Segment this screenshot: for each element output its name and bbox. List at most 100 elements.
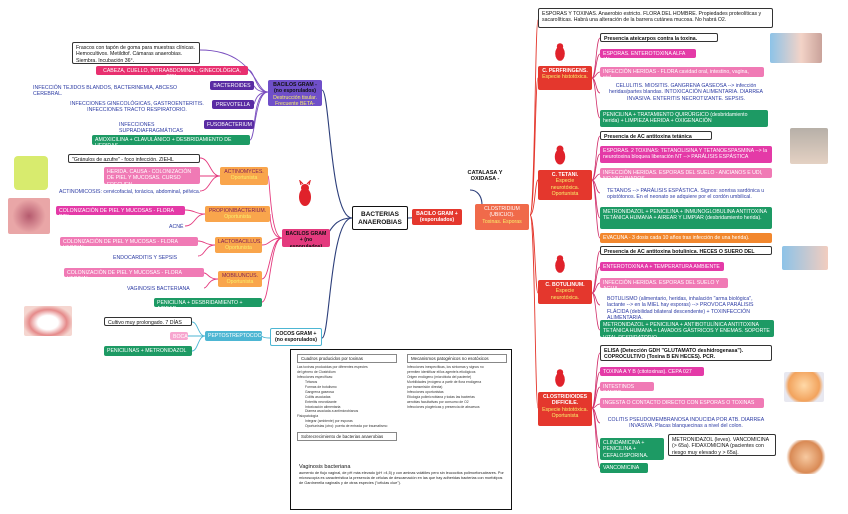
- tetani-disease: TETANOS --> PARÁLISIS ESPÁSTICA. Signos:…: [607, 187, 765, 201]
- toxin-item: Tétanos: [305, 379, 318, 384]
- patient-image-2: [790, 128, 828, 164]
- smile-teeth-image: [24, 306, 72, 336]
- penicilina-desbridamiento: PENICILINA + DESBRIDAMIENTO + AIREAR: [154, 298, 262, 307]
- devil-icon-left: [294, 179, 316, 210]
- bacilos-gram-neg-note: Frascos con tapón de goma para muestras …: [72, 42, 200, 64]
- perfringens-spores: ESPORAS. ENTEROTOXINA ALFA (A).: [600, 49, 696, 58]
- perfringens-disease: CELULITIS. MIOSITIS. GANGRENA GASEOSA --…: [608, 82, 764, 102]
- mechanism-item: Infecciones piogénicas y presencia de ab…: [407, 404, 480, 409]
- perfringens-antitoxin: Presencia ateicarpos contra la toxina.: [600, 33, 718, 42]
- devil-icon-botulinum: [550, 252, 570, 276]
- actinomyces-infection: ACTINOMICOSIS: cervicofacial, torácica, …: [59, 188, 201, 195]
- mechanism-item: Infecciones inespecíficas, los síntomas …: [407, 365, 484, 369]
- toxin-item: Las toxinas producidas por diferentes es…: [297, 365, 368, 369]
- bacilos-gram-pos-node[interactable]: BACILOS GRAM + (no esporulados): [282, 229, 330, 247]
- difficile-treatment-note: METRONIDAZOL (leves). VANCOMICINA (> 65a…: [668, 434, 776, 456]
- bacteroides-location: CABEZA, CUELLO, INTRAABDOMINAL, GINECOLÓ…: [96, 66, 248, 75]
- propionibacterium-title: PROPIONIBACTERIUM.: [208, 207, 267, 214]
- clostridium-top-note: ESPORAS Y TOXINAS. Anaerobio estricto. F…: [538, 8, 773, 28]
- mechanism-item: Etiología polimicrobiana y todas las bac…: [407, 394, 475, 399]
- actinomyces[interactable]: ACTINOMYCES. Oportunista: [220, 167, 268, 185]
- fusobacterium[interactable]: FUSOBACTERIUM: [204, 120, 254, 129]
- c-difficile[interactable]: CLOSTRIDIOIDES DIFFICILE. Especie histot…: [538, 392, 592, 426]
- tetani-treatment: METRONIDAZOL + PENICILINA + INMUNOGLOBUL…: [600, 207, 772, 229]
- difficile-treatment: CLINDAMICINA + PENICILINA + CEFALOSPORIN…: [600, 438, 664, 460]
- c-botulinum-tag: Especie neurotóxica.: [550, 288, 580, 301]
- mobiluncus-title: MOBILUNCUS.: [221, 272, 259, 279]
- mechanism-item: por transmisión directa): [407, 384, 443, 389]
- vaginosis-text: aumento de flujo vaginal, de pH más elev…: [299, 471, 504, 486]
- clostridium-node[interactable]: CLOSTRIDIUM (UBICUO). Toxinas. Esporas: [475, 204, 529, 230]
- skin-rash-image: [8, 121, 50, 155]
- toxin-list: Las toxinas producidas por diferentes es…: [297, 365, 397, 429]
- mechanism-item: Infecciones oportunistas: [407, 389, 444, 394]
- peptostreptococcus[interactable]: PEPTOSTREPTOCOCCUS: [205, 331, 262, 341]
- difficile-disease: COLITIS PSEUDOMEMBRANOSA INDUCIDA POR AT…: [607, 416, 765, 430]
- actinomyces-note: "Gránulos de azufre" - foco infección. Z…: [68, 154, 200, 163]
- c-perfringens[interactable]: C. PERFRINGENS. Especie histotóxica.: [538, 66, 592, 90]
- cartoon-face-image: [786, 440, 826, 474]
- toxin-header: Cuadros producidos por toxinas: [297, 354, 397, 363]
- bacilos-gram-neg-node[interactable]: BACILOS GRAM - (no esporulados) Destrucc…: [268, 80, 322, 106]
- bacteroides[interactable]: BACTEROIDES: [210, 81, 254, 90]
- toxin-item: Integrar (ambiente) por esporas: [305, 419, 353, 424]
- c-difficile-tag: Especie histotóxica. Oportunista: [542, 406, 588, 420]
- prevotella[interactable]: PREVOTELLA: [212, 100, 254, 109]
- skin-closeup-image: [8, 198, 50, 234]
- vaginosis-title: Vaginosis bacteriana: [299, 464, 351, 470]
- bacilos-gram-pos-title: BACILOS GRAM + (no esporulados): [285, 230, 327, 248]
- center-node[interactable]: BACTERIAS ANAEROBIAS: [352, 206, 408, 230]
- c-tetani[interactable]: C. TETANI. Especie neurotóxica. Oportuni…: [538, 170, 592, 200]
- info-table: Cuadros producidos por toxinas Las toxin…: [290, 349, 512, 510]
- toxin-item: Colitis asociadas: [305, 394, 331, 399]
- bacilos-gram-neg-title: BACILOS GRAM - (no esporulados): [273, 81, 317, 95]
- difficile-transmission: INGESTA O CONTACTO DIRECTO CON ESPORAS O…: [600, 398, 764, 408]
- bacteroides-infection: INFECCIÓN TEJIDOS BLANDOS, BACTERINEMIA,…: [33, 84, 178, 98]
- patient-image-3: [782, 246, 828, 270]
- difficile-diagnosis: ELISA (Detección GDH "GLUTAMATO deshidro…: [600, 345, 772, 361]
- tetani-wound-infection: INFECCIÓN HERIDAS. ESPORAS DEL SUELO - A…: [600, 168, 772, 178]
- cartoon-child-image: [784, 372, 824, 402]
- bacilo-gram-pos-esporulados[interactable]: BACILO GRAM + (esporulados): [412, 209, 462, 225]
- overgrowth-header: Sobrecrecimiento de bacterias anaerobias: [297, 432, 397, 442]
- perfringens-wound-infection: INFECCIÓN HERIDAS - FLORA cavidad oral, …: [600, 67, 764, 77]
- catalasa-oxidasa[interactable]: CATALASA Y OXIDASA -: [462, 168, 508, 186]
- botulinum-disease: BOTULISMO (alimentario, heridas, inhalac…: [607, 295, 754, 322]
- c-perfringens-title: C. PERFRINGENS.: [542, 67, 588, 74]
- mechanism-list: Infecciones inespecíficas, los síntomas …: [407, 365, 507, 409]
- peptostreptococcus-treatment: PENICILINAS + METRONIDAZOL: [104, 346, 192, 356]
- toxin-item: Gangrena gaseosa: [305, 389, 334, 394]
- mechanism-item: Origen endógeno (microbiota del paciente…: [407, 374, 472, 379]
- peptostreptococcus-note: Cultivo muy prolongado. 7 DÍAS: [104, 317, 192, 326]
- fusobacterium-infection: INFECCIONES SUPRADIAFRAGMÁTICAS: [119, 121, 183, 135]
- tetani-vaccine: EVACUNA - 3 dosis cada 10 años tras infe…: [600, 233, 772, 243]
- amoxicilina-treatment: AMOXICILINA + CLAVULÁNICO + DESBRIDAMIEN…: [92, 135, 250, 145]
- devil-icon-tetani: [550, 142, 570, 168]
- mobiluncus-location: COLONIZACIÓN DE PIEL Y MUCOSAS - FLORA V…: [64, 268, 204, 277]
- lactobacillus-infection: ENDOCARDITIS Y SEPSIS: [113, 254, 178, 261]
- propionibacterium-location: COLONIZACIÓN DE PIEL Y MUCOSAS - FLORA P…: [56, 206, 185, 215]
- toxin-item: Diarrea asociada a antimicrobianos: [305, 409, 359, 414]
- difficile-healthy-gut: INTESTINOS SANOS: [600, 382, 654, 391]
- mobiluncus-tag: Oportunista: [226, 279, 254, 285]
- difficile-vancomicina: VANCOMICINA: [600, 463, 648, 473]
- actinomyces-title: ACTINOMYCES.: [224, 168, 264, 175]
- patient-image-1: [770, 33, 822, 63]
- mechanism-item: aerobias facultativas por consumo de O2: [407, 399, 469, 404]
- cocos-gram-pos-node[interactable]: COCOS GRAM + (no esporulados): [270, 328, 322, 346]
- difficile-toxins: TOXINA A Y B (citotoxinas). CEPA 027: [600, 367, 704, 376]
- bacilos-gram-neg-tag: Destrucción tisular. Frecuente BETA-lact…: [273, 94, 317, 107]
- actinomyces-tag: Oportunista: [230, 175, 258, 181]
- botulinum-wound-infection: INFECCIÓN HERIDAS. ESPORAS DEL SUELO Y A…: [600, 278, 728, 288]
- mobiluncus[interactable]: MOBILUNCUS. Oportunista: [218, 271, 262, 287]
- c-botulinum[interactable]: C. BOTULINUM. Especie neurotóxica.: [538, 280, 592, 304]
- propionibacterium[interactable]: PROPIONIBACTERIUM. Oportunista: [205, 206, 270, 222]
- toxin-item: Formas de botulismo: [305, 384, 337, 389]
- toxin-item: Fisiopatología: [297, 414, 319, 419]
- mechanism-header: Mecanismos patogénicos no esotóxicos: [407, 354, 507, 363]
- propionibacterium-infection: ACNÉ: [169, 223, 184, 230]
- toxin-item: Infecciones específicas:: [297, 374, 333, 379]
- lactobacillus[interactable]: LACTOBACILLUS. Oportunista: [215, 237, 262, 253]
- botulinum-treatment: METRONIDAZOL + PENICILINA + ANTIBOTULÍNI…: [600, 320, 774, 337]
